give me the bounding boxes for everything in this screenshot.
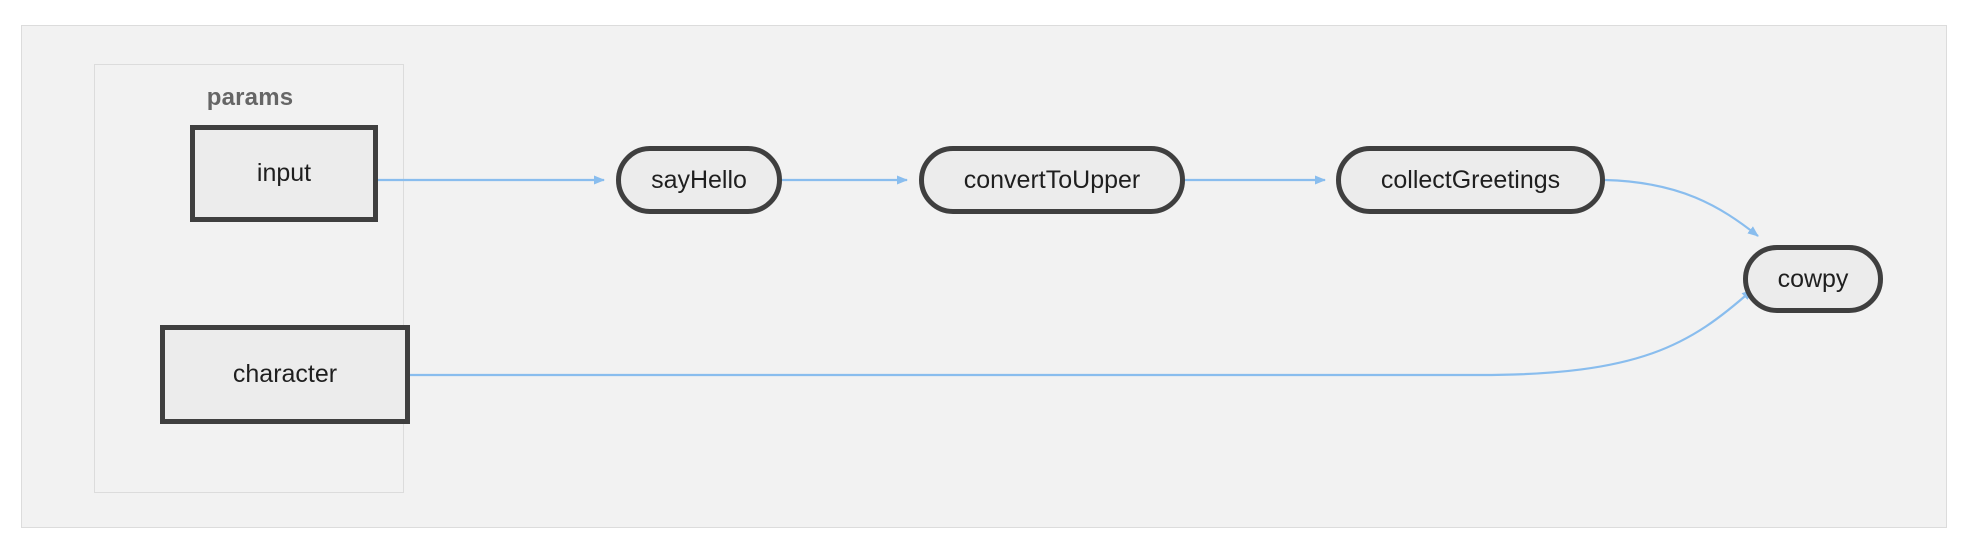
node-sayHello[interactable]: sayHello [616,146,782,214]
node-collectGreetings[interactable]: collectGreetings [1336,146,1605,214]
node-convertToUpper[interactable]: convertToUpper [919,146,1185,214]
node-sayHello-label: sayHello [651,165,747,194]
node-character-label: character [232,360,338,388]
diagram-frame: params [21,25,1947,528]
node-input-label: input [256,159,312,187]
node-collectGreetings-label: collectGreetings [1380,165,1561,194]
node-character[interactable]: character [160,325,410,424]
node-input[interactable]: input [190,125,378,222]
node-cowpy-label: cowpy [1777,264,1849,293]
node-cowpy[interactable]: cowpy [1743,245,1883,313]
cluster-params-label: params [206,84,294,111]
node-convertToUpper-label: convertToUpper [963,165,1141,194]
